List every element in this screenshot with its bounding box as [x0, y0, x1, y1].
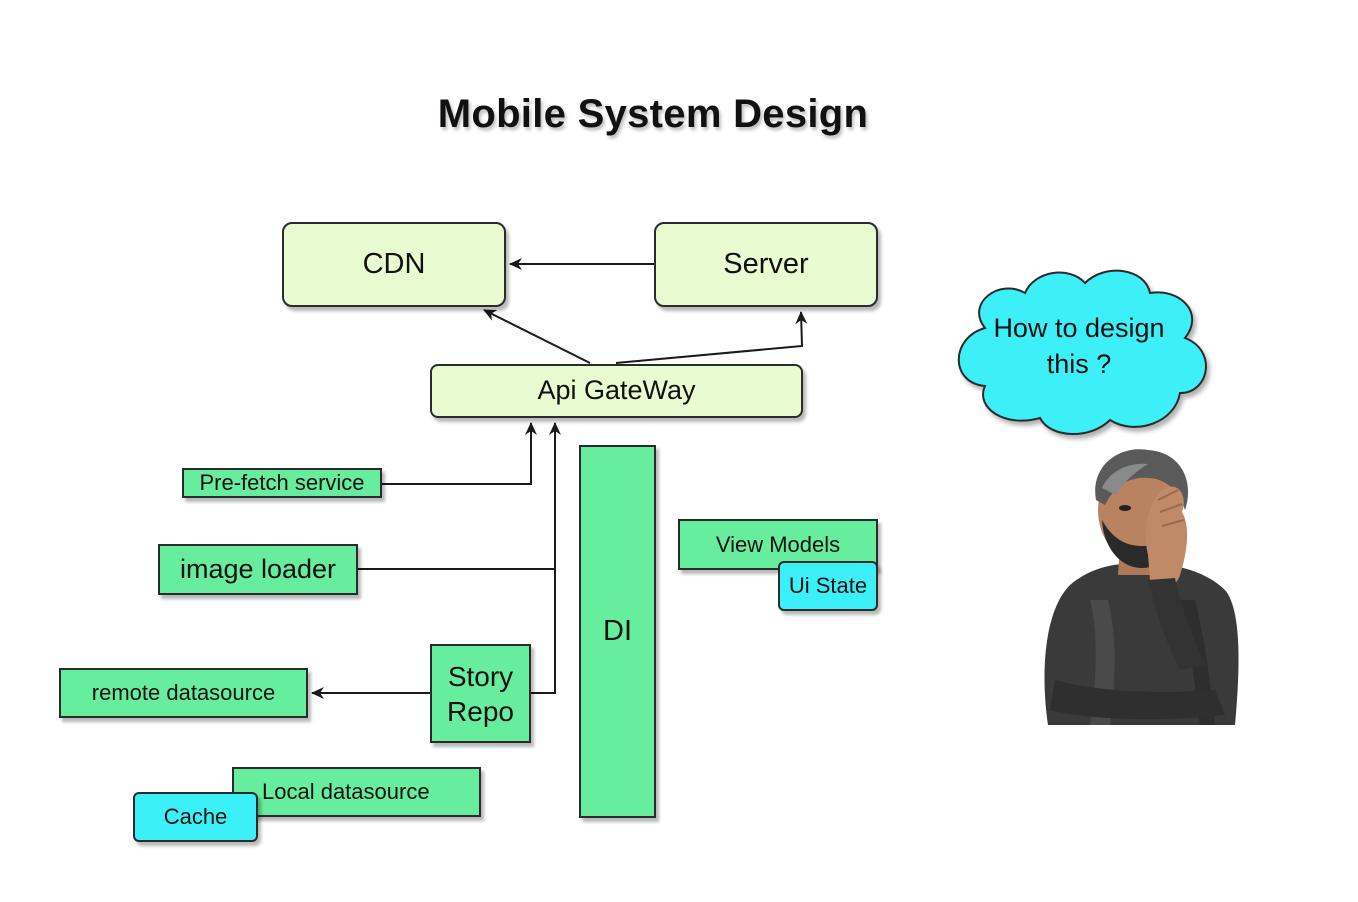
edge-storyrepo-to-gateway	[531, 569, 556, 694]
api-gateway-node: Api GateWay	[430, 364, 803, 418]
image-loader-node: image loader	[158, 544, 358, 595]
person-illustration	[1044, 449, 1239, 725]
local-datasource-node: Local datasource	[232, 767, 481, 817]
story-repo-label-line2: Repo	[447, 695, 514, 727]
edge-gateway-to-cdn	[483, 309, 591, 364]
person-thinking-icon	[1030, 440, 1250, 730]
thought-cloud: How to design this ?	[945, 258, 1225, 443]
edge-prefetch-to-gateway	[382, 422, 537, 485]
thought-cloud-text: How to design this ?	[945, 310, 1213, 383]
edge-imageloader-to-gateway	[358, 422, 561, 570]
prefetch-service-node: Pre-fetch service	[182, 468, 382, 498]
cdn-node: CDN	[282, 222, 506, 307]
cloud-shape-icon	[957, 269, 1207, 435]
remote-datasource-node: remote datasource	[59, 668, 308, 718]
story-repo-node: Story Repo	[430, 644, 531, 743]
story-repo-label-line1: Story	[447, 660, 514, 692]
diagram-title: Mobile System Design	[437, 92, 869, 136]
di-node: DI	[579, 445, 656, 818]
ui-state-node: Ui State	[778, 561, 878, 611]
server-node: Server	[654, 222, 878, 307]
cache-node: Cache	[133, 792, 258, 842]
thought-cloud-line2: this ?	[1046, 349, 1112, 380]
thought-cloud-line1: How to design	[993, 313, 1165, 343]
edge-gateway-to-server	[615, 311, 808, 364]
